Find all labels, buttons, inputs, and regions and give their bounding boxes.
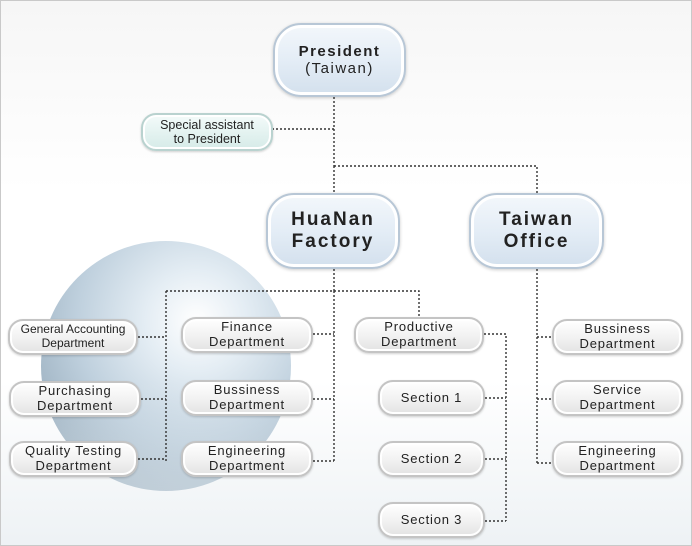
huanan-factory-node: HuaNan Factory (266, 193, 400, 269)
connector-taiwan-branches (537, 336, 553, 464)
general-accounting-department-node: General Accounting Department (8, 319, 138, 355)
connector-section-spine (484, 333, 507, 521)
section-3-node: Section 3 (378, 502, 485, 538)
connector-top-bus (334, 165, 538, 193)
connector-section-branches (485, 397, 506, 522)
service-department-node: Service Department (552, 380, 683, 416)
connector-mid-branches (313, 333, 334, 462)
taiwan-bussiness-department-node: Bussiness Department (552, 319, 683, 355)
special-assistant-node: Special assistant to President (141, 113, 273, 151)
taiwan-engineering-department-node: Engineering Department (552, 441, 683, 477)
finance-department-node: Finance Department (181, 317, 313, 353)
taiwan-office-node: Taiwan Office (469, 193, 604, 269)
connector-huanan-bus (166, 269, 420, 317)
section-2-node: Section 2 (378, 441, 485, 477)
purchasing-department-node: Purchasing Department (9, 381, 141, 417)
quality-testing-department-node: Quality Testing Department (9, 441, 138, 477)
connector-left-branches (138, 336, 166, 460)
president-node: President (Taiwan) (273, 23, 406, 97)
huanan-engineering-department-node: Engineering Department (181, 441, 313, 477)
section-1-node: Section 1 (378, 380, 485, 416)
huanan-bussiness-department-node: Bussiness Department (181, 380, 313, 416)
productive-department-node: Productive Department (354, 317, 484, 353)
